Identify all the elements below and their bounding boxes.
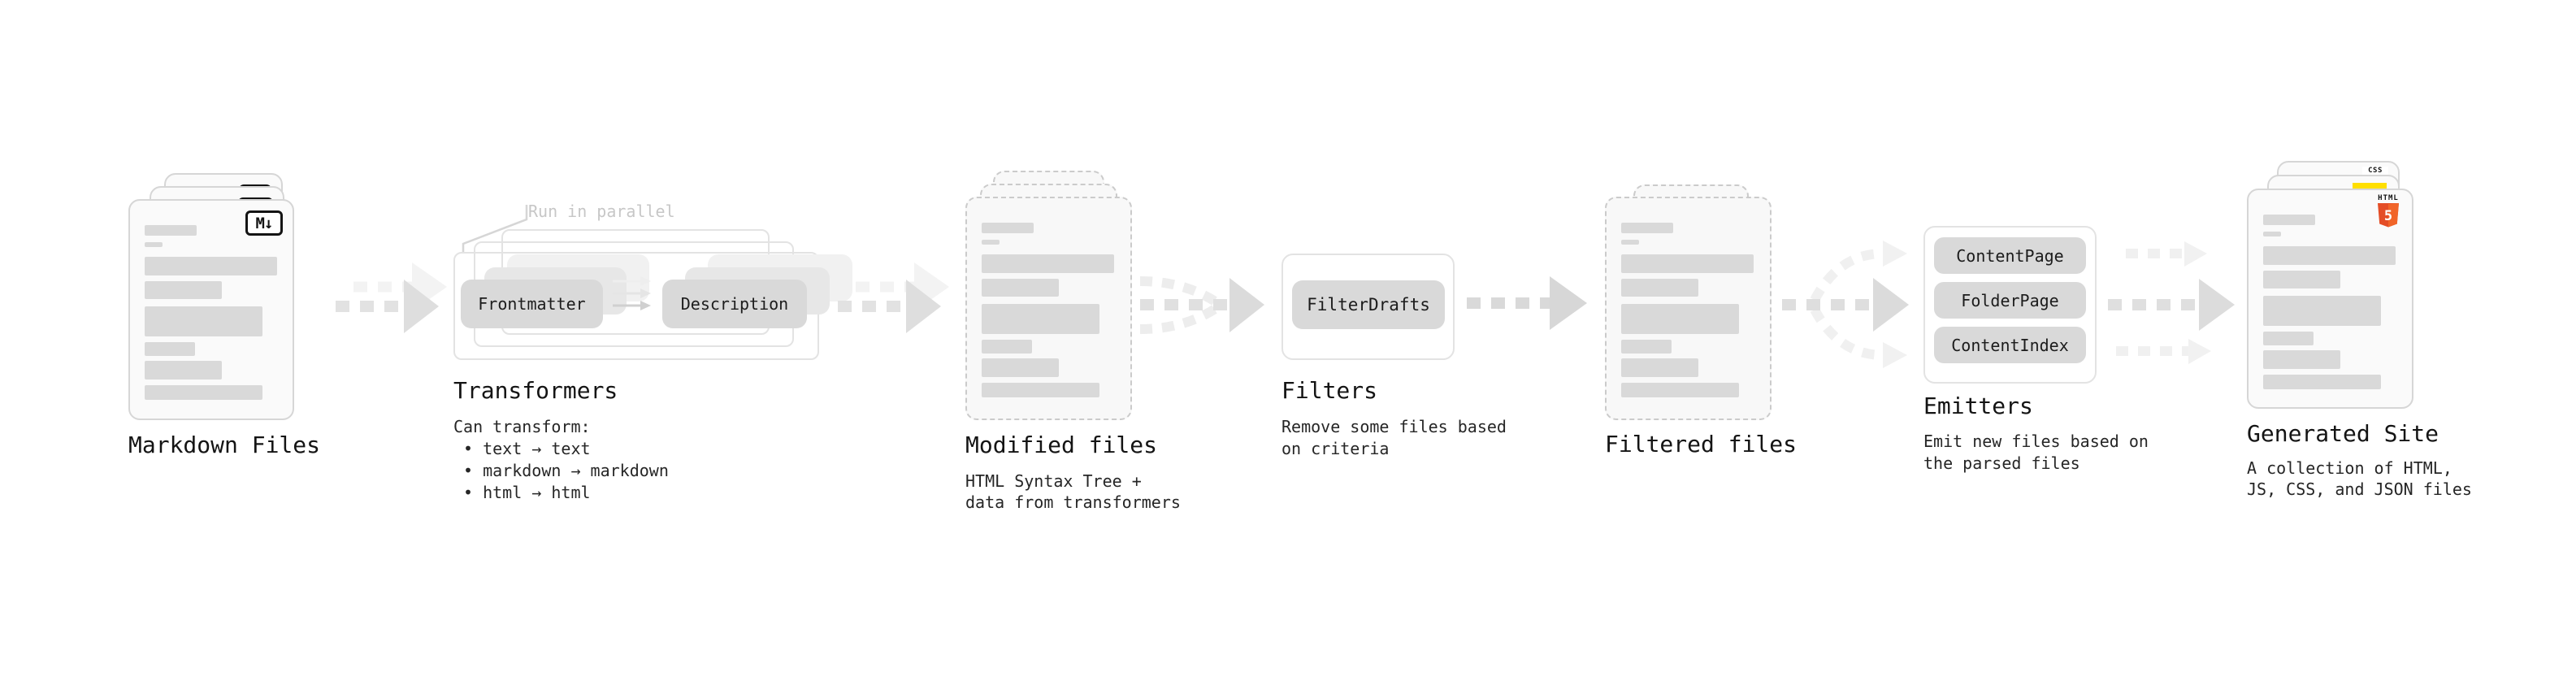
content-line bbox=[1621, 279, 1698, 297]
annotation-callout-line bbox=[462, 205, 528, 254]
run-in-parallel-annotation: Run in parallel bbox=[528, 202, 675, 221]
contentindex-emitter-chip: ContentIndex bbox=[1934, 327, 2086, 363]
content-line bbox=[2263, 350, 2340, 369]
flow-arrow-filters-to-filtered bbox=[1467, 276, 1587, 330]
content-line bbox=[145, 306, 262, 336]
flow-arrow-emitters-to-generated bbox=[2108, 241, 2235, 364]
content-line bbox=[145, 242, 163, 247]
flow-arrow-split-filtered-to-emitters bbox=[1782, 241, 1909, 368]
modified-file-card-front bbox=[965, 197, 1132, 420]
filters-desc: Remove some files based bbox=[1281, 417, 1507, 436]
transformers-desc-bullet: • markdown → markdown bbox=[463, 461, 669, 480]
content-line bbox=[982, 340, 1032, 354]
filterdrafts-chip: FilterDrafts bbox=[1292, 280, 1445, 329]
contentpage-emitter-chip: ContentPage bbox=[1934, 237, 2086, 274]
markdown-files-stack: M↓ M↓ M↓ bbox=[128, 173, 294, 422]
content-line bbox=[145, 281, 222, 299]
content-line bbox=[1621, 383, 1739, 397]
modified-files-desc: HTML Syntax Tree + bbox=[965, 471, 1142, 491]
content-line bbox=[982, 383, 1099, 397]
filters-label: Filters bbox=[1281, 377, 1378, 404]
folderpage-emitter-chip: FolderPage bbox=[1934, 282, 2086, 319]
emitters-desc: the parsed files bbox=[1923, 453, 2080, 473]
filtered-files-stack bbox=[1605, 184, 1772, 420]
modified-files-desc: data from transformers bbox=[965, 492, 1181, 512]
content-line bbox=[982, 279, 1059, 297]
transformers-desc-bullet: • text → text bbox=[463, 439, 591, 458]
content-line bbox=[2263, 271, 2340, 288]
content-line bbox=[2263, 215, 2315, 225]
flow-arrow-merge-modified-to-filters bbox=[1139, 276, 1264, 334]
markdown-files-label: Markdown Files bbox=[128, 432, 321, 458]
content-line bbox=[2263, 375, 2381, 389]
frontmatter-transformer-chip: Frontmatter bbox=[461, 280, 603, 328]
content-line bbox=[982, 223, 1034, 233]
content-line bbox=[982, 358, 1059, 377]
description-transformer-chip: Description bbox=[662, 280, 807, 328]
flow-arrow-markdown-to-transformers bbox=[336, 262, 447, 333]
content-line bbox=[2263, 246, 2396, 265]
markdown-file-card-front: M↓ bbox=[128, 199, 294, 420]
transformers-label: Transformers bbox=[453, 377, 618, 404]
transformer-inner-arrows bbox=[613, 276, 651, 310]
generated-html-file-card: HTML 5 bbox=[2247, 189, 2413, 409]
document-content-placeholder bbox=[145, 225, 277, 400]
content-line bbox=[145, 257, 277, 275]
document-content-placeholder bbox=[2263, 215, 2396, 389]
generated-site-desc: JS, CSS, and JSON files bbox=[2247, 479, 2472, 499]
content-line bbox=[145, 342, 195, 356]
markdown-icon: M↓ bbox=[245, 210, 283, 236]
transformers-desc-bullet: • html → html bbox=[463, 483, 591, 502]
content-line bbox=[145, 385, 262, 400]
modified-files-stack bbox=[965, 171, 1132, 420]
content-line bbox=[2263, 232, 2281, 236]
html5-shield: 5 bbox=[2378, 203, 2399, 228]
generated-site-label: Generated Site bbox=[2247, 420, 2439, 447]
content-line bbox=[145, 225, 197, 236]
content-line bbox=[982, 240, 1000, 245]
content-line bbox=[1621, 304, 1739, 334]
svg-text:5: 5 bbox=[2384, 208, 2392, 224]
filtered-file-card-front bbox=[1605, 197, 1772, 420]
modified-files-label: Modified files bbox=[965, 432, 1158, 458]
document-content-placeholder bbox=[982, 223, 1114, 397]
content-line bbox=[2263, 332, 2314, 345]
generated-site-stack: CSS HTML 5 bbox=[2247, 161, 2413, 409]
filtered-files-label: Filtered files bbox=[1605, 431, 1798, 458]
content-line bbox=[145, 361, 222, 380]
content-line bbox=[1621, 240, 1639, 245]
content-line bbox=[982, 254, 1114, 273]
filters-desc: on criteria bbox=[1281, 439, 1390, 458]
generated-site-desc: A collection of HTML, bbox=[2247, 458, 2452, 478]
html5-icon: HTML 5 bbox=[2374, 194, 2402, 231]
content-line bbox=[1621, 340, 1672, 354]
emitters-desc: Emit new files based on bbox=[1923, 432, 2149, 451]
content-line bbox=[2263, 296, 2381, 326]
transformers-desc-intro: Can transform: bbox=[453, 417, 591, 436]
content-line bbox=[982, 304, 1099, 334]
content-line bbox=[1621, 223, 1673, 233]
emitters-label: Emitters bbox=[1923, 393, 2033, 419]
content-line bbox=[1621, 358, 1698, 377]
content-line bbox=[1621, 254, 1754, 273]
document-content-placeholder bbox=[1621, 223, 1754, 397]
flow-arrow-transformers-to-modified bbox=[838, 262, 949, 333]
